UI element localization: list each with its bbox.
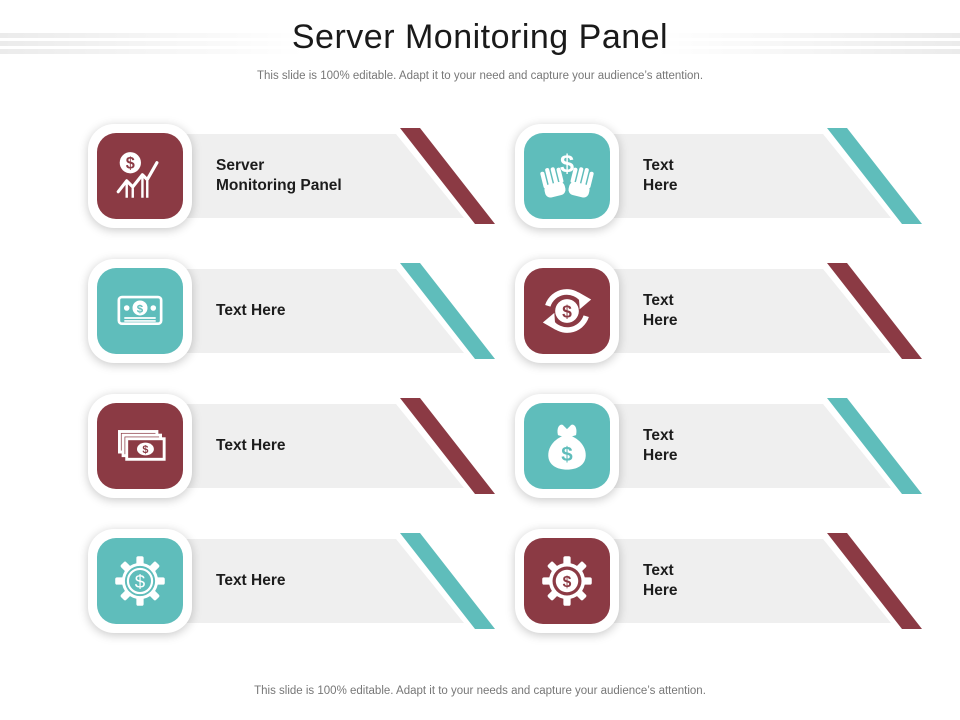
icon-tile: $ <box>515 394 619 498</box>
card-gear-dollar[interactable]: Text Here $ <box>515 529 923 633</box>
dollar-refresh-arrows-icon: $ <box>524 268 610 354</box>
svg-text:$: $ <box>135 571 146 592</box>
card-label[interactable]: Server Monitoring Panel <box>216 157 342 194</box>
decorative-stripes-left <box>0 33 330 54</box>
slide-footer: This slide is 100% editable. Adapt it to… <box>254 685 706 697</box>
icon-tile: $ <box>88 259 192 363</box>
card-banknote[interactable]: Text Here $ <box>88 259 496 363</box>
card-label[interactable]: Text Here <box>216 302 286 320</box>
svg-text:$: $ <box>142 444 148 456</box>
icon-tile: $ <box>515 529 619 633</box>
card-server-monitoring-panel[interactable]: Server Monitoring Panel $ <box>88 124 496 228</box>
money-bag-icon: $ <box>524 403 610 489</box>
card-label[interactable]: Text Here <box>643 427 678 464</box>
card-gear-outline-dollar[interactable]: Text Here $ <box>88 529 496 633</box>
svg-text:$: $ <box>562 302 572 322</box>
card-label[interactable]: Text Here <box>643 562 678 599</box>
decorative-stripes-right <box>630 33 960 54</box>
dollar-gear-icon: $ <box>524 538 610 624</box>
card-label[interactable]: Text Here <box>643 292 678 329</box>
icon-tile: $ <box>515 259 619 363</box>
svg-text:$: $ <box>126 155 135 173</box>
dollar-gear-outline-icon: $ <box>97 538 183 624</box>
dollar-growth-chart-icon: $ <box>97 133 183 219</box>
svg-text:$: $ <box>563 574 572 591</box>
cash-stack-icon: $ <box>97 403 183 489</box>
svg-text:$: $ <box>137 303 144 315</box>
card-hands-dollar[interactable]: Text Here $ <box>515 124 923 228</box>
icon-tile: $ <box>88 394 192 498</box>
card-money-bag[interactable]: Text Here $ <box>515 394 923 498</box>
icon-tile: $ <box>88 529 192 633</box>
svg-text:$: $ <box>560 150 574 178</box>
card-label[interactable]: Text Here <box>216 437 286 455</box>
card-label[interactable]: Text Here <box>643 157 678 194</box>
hands-holding-dollar-icon: $ <box>524 133 610 219</box>
icon-tile: $ <box>515 124 619 228</box>
svg-text:$: $ <box>561 443 573 466</box>
card-label[interactable]: Text Here <box>216 572 286 590</box>
slide-subtitle: This slide is 100% editable. Adapt it to… <box>256 70 704 82</box>
icon-tile: $ <box>88 124 192 228</box>
banknote-dollar-icon: $ <box>97 268 183 354</box>
card-refresh-dollar[interactable]: Text Here $ <box>515 259 923 363</box>
card-cash-stack[interactable]: Text Here $ <box>88 394 496 498</box>
slide-title: Server Monitoring Panel <box>291 18 669 56</box>
